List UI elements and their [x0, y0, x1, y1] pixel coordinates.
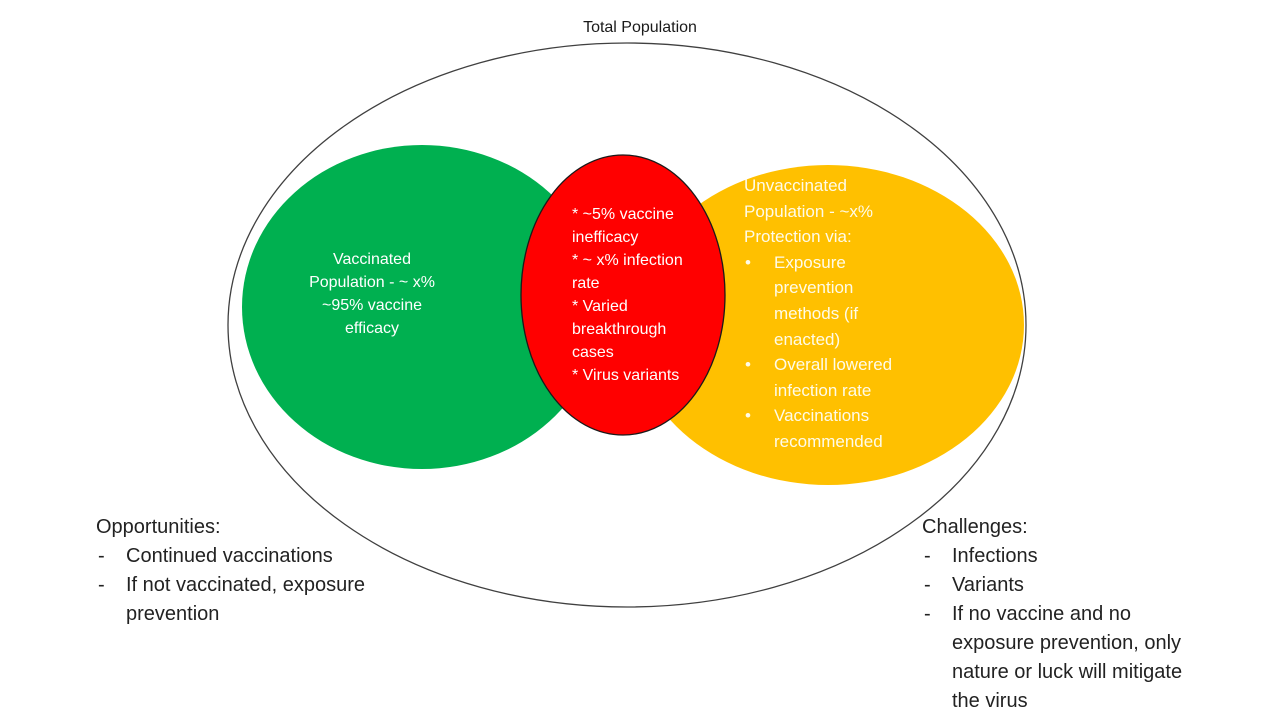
unvaccinated-heading-line: Unvaccinated [744, 176, 848, 195]
challenges-block: Challenges: Infections Variants If no va… [922, 513, 1182, 716]
challenge-item: If no vaccine and no exposure prevention… [922, 600, 1182, 716]
vaccinated-line: Vaccinated [333, 251, 411, 268]
overlap-line: * Varied [572, 298, 628, 315]
protection-list: Exposure prevention methods (if enacted)… [744, 250, 892, 455]
protection-item-line: Overall lowered [774, 355, 893, 375]
opportunity-item-line: Continued vaccinations [126, 545, 333, 567]
total-population-ellipse [227, 42, 1027, 608]
overlap-ellipse [520, 154, 726, 436]
challenge-item-line: Variants [952, 574, 1024, 596]
overlap-line: * ~ x% infection [572, 252, 683, 269]
challenge-item: Variants [922, 571, 1182, 600]
challenge-item-line: exposure prevention, only [952, 632, 1182, 654]
challenge-item-line: If no vaccine and no [952, 603, 1132, 625]
vaccinated-line: efficacy [345, 320, 399, 337]
opportunities-block: Opportunities: Continued vaccinations If… [96, 513, 365, 629]
overlap-text: * ~5% vaccine inefficacy * ~ x% infectio… [572, 203, 683, 387]
overlap-line: rate [572, 275, 600, 292]
challenges-list: Infections Variants If no vaccine and no… [922, 542, 1182, 716]
protection-item-line: Vaccinations [774, 406, 870, 426]
opportunities-list: Continued vaccinations If not vaccinated… [96, 542, 365, 629]
protection-item-line: Exposure [774, 252, 846, 272]
protection-item: Overall lowered infection rate [744, 352, 892, 403]
challenge-item-line: the virus [952, 690, 1028, 712]
vaccinated-circle [242, 145, 602, 469]
unvaccinated-text: Unvaccinated Population - ~x% Protection… [744, 173, 892, 455]
diagram-title: Total Population [583, 19, 697, 36]
protection-item-line: enacted) [774, 329, 841, 349]
protection-item-line: prevention [774, 278, 854, 298]
protection-item: Vaccinations recommended [744, 403, 892, 454]
overlap-line: breakthrough [572, 321, 667, 338]
opportunity-item-line: prevention [126, 603, 220, 625]
unvaccinated-heading-line: Population - ~x% [744, 201, 873, 221]
vaccinated-text: Vaccinated Population - ~ x% ~95% vaccin… [262, 248, 482, 340]
protection-item-line: infection rate [774, 380, 872, 400]
challenges-heading: Challenges: [922, 516, 1028, 538]
challenge-item-line: nature or luck will mitigate [952, 661, 1183, 683]
opportunity-item: Continued vaccinations [96, 542, 365, 571]
protection-item-line: recommended [774, 431, 883, 451]
vaccinated-line: ~95% vaccine [321, 297, 423, 314]
overlap-line: cases [572, 344, 614, 361]
challenge-item-line: Infections [952, 545, 1038, 567]
overlap-line: * ~5% vaccine [572, 206, 674, 223]
challenge-item: Infections [922, 542, 1182, 571]
opportunities-heading: Opportunities: [96, 516, 221, 538]
protection-item-line: methods (if [774, 303, 859, 323]
opportunity-item: If not vaccinated, exposure prevention [96, 571, 365, 629]
protection-item: Exposure prevention methods (if enacted) [744, 250, 892, 352]
opportunity-item-line: If not vaccinated, exposure [126, 574, 366, 596]
overlap-line: * Virus variants [572, 367, 680, 384]
overlap-line: inefficacy [572, 229, 639, 246]
unvaccinated-heading-line: Protection via: [744, 227, 852, 247]
vaccinated-line: Population - ~ x% [309, 274, 435, 291]
